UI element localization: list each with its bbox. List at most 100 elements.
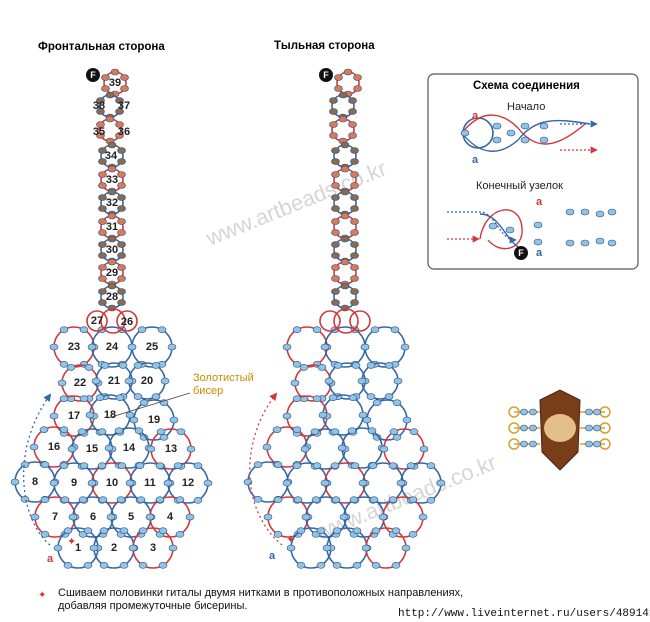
ring-bead bbox=[139, 399, 149, 406]
ring-bead bbox=[117, 194, 126, 201]
ring-bead bbox=[350, 288, 359, 295]
ring-bead bbox=[173, 462, 183, 469]
ring-bead bbox=[360, 343, 370, 351]
ring-number-33: 33 bbox=[106, 174, 118, 186]
ring-bead bbox=[98, 275, 107, 282]
ring-bead bbox=[138, 562, 148, 569]
ring-bead bbox=[98, 205, 107, 212]
gold-bead-label-line2: бисер bbox=[193, 385, 223, 397]
ring-bead bbox=[151, 362, 161, 369]
ring-number-34: 34 bbox=[105, 150, 118, 162]
ring-bead bbox=[389, 428, 399, 435]
ring-bead bbox=[60, 496, 70, 503]
ring-bead bbox=[312, 326, 322, 333]
ring-bead bbox=[117, 229, 126, 236]
ring-bead bbox=[350, 205, 359, 212]
ring-bead bbox=[331, 264, 340, 271]
ring-bead bbox=[160, 377, 170, 385]
ring-bead bbox=[107, 212, 117, 220]
ring-bead bbox=[296, 527, 306, 534]
peg-bead bbox=[585, 424, 593, 432]
ring-number-24: 24 bbox=[106, 341, 119, 353]
body-ring bbox=[364, 326, 406, 368]
ring-number-31: 31 bbox=[106, 221, 118, 233]
ring-number-32: 32 bbox=[106, 197, 118, 209]
ring-bead bbox=[98, 218, 107, 225]
start-star-icon: ✦ bbox=[67, 536, 76, 548]
ring-bead bbox=[337, 444, 347, 452]
ring-bead bbox=[292, 361, 302, 368]
legend-bead bbox=[460, 129, 470, 137]
ring-bead bbox=[167, 343, 177, 351]
ring-bead bbox=[120, 74, 129, 81]
ring-bead bbox=[91, 377, 101, 385]
ring-bead bbox=[30, 513, 40, 521]
legend-end-a-blue: a bbox=[536, 247, 543, 259]
legend-bead bbox=[492, 122, 502, 130]
ring-number-15: 15 bbox=[86, 443, 98, 455]
back-side-title: Тыльная сторона bbox=[274, 40, 375, 52]
ring-number-10: 10 bbox=[106, 477, 118, 489]
ring-bead bbox=[368, 462, 378, 469]
peg-bead bbox=[593, 440, 601, 448]
legend-start-blue-wire bbox=[461, 119, 591, 152]
ring-bead bbox=[330, 462, 340, 469]
ring-bead bbox=[66, 364, 76, 371]
ring-bead bbox=[107, 235, 117, 243]
ring-bead bbox=[158, 527, 168, 534]
ring-bead bbox=[96, 121, 105, 128]
guitar-head-icon bbox=[508, 389, 611, 471]
ring-number-13: 13 bbox=[165, 443, 177, 455]
ring-bead bbox=[361, 544, 371, 552]
ring-bead bbox=[107, 165, 117, 173]
ring-bead bbox=[338, 91, 348, 99]
ring-bead bbox=[133, 362, 143, 369]
ring-bead bbox=[105, 115, 115, 123]
ring-bead bbox=[408, 531, 418, 538]
ring-bead bbox=[39, 426, 49, 433]
ring-bead bbox=[362, 416, 372, 424]
ring-bead bbox=[134, 427, 144, 434]
ring-bead bbox=[98, 288, 107, 295]
ring-bead bbox=[97, 428, 107, 435]
legend-start-label: Начало bbox=[507, 101, 545, 113]
ring-bead bbox=[310, 428, 320, 435]
ring-bead bbox=[59, 361, 69, 368]
ring-bead bbox=[29, 443, 39, 451]
ring-bead bbox=[107, 141, 117, 149]
peg-bead bbox=[520, 440, 528, 448]
ring-bead bbox=[59, 326, 69, 333]
ring-bead bbox=[87, 343, 97, 351]
ring-bead bbox=[350, 229, 359, 236]
ring-bead bbox=[100, 362, 110, 369]
ring-number-3: 3 bbox=[150, 542, 156, 554]
peg-bead bbox=[593, 408, 601, 416]
ring-bead bbox=[350, 252, 359, 259]
ring-bead bbox=[371, 527, 381, 534]
ring-bead bbox=[95, 394, 105, 401]
ring-bead bbox=[349, 496, 359, 503]
legend-bead bbox=[505, 226, 515, 234]
ring-bead bbox=[83, 562, 93, 569]
ring-bead bbox=[418, 513, 428, 521]
ring-bead bbox=[331, 288, 340, 295]
ring-bead bbox=[40, 531, 50, 538]
legend-end-a-red: a bbox=[536, 196, 543, 208]
ring-bead bbox=[331, 158, 340, 165]
ring-bead bbox=[320, 479, 330, 487]
ring-bead bbox=[156, 428, 166, 435]
back-guitar-diagram: F bbox=[243, 68, 446, 569]
ring-bead bbox=[115, 394, 125, 401]
ring-bead bbox=[98, 158, 107, 165]
ring-number-22: 22 bbox=[74, 377, 86, 389]
ring-bead bbox=[117, 252, 126, 259]
ring-bead bbox=[333, 362, 343, 369]
ring-bead bbox=[85, 411, 95, 419]
ring-bead bbox=[163, 479, 173, 487]
ring-bead bbox=[98, 299, 107, 306]
caption-bullet-icon: ✦ bbox=[38, 590, 46, 601]
ring-bead bbox=[340, 258, 350, 266]
ring-bead bbox=[129, 416, 139, 424]
legend-bead bbox=[607, 208, 617, 216]
ring-bead bbox=[400, 343, 410, 351]
